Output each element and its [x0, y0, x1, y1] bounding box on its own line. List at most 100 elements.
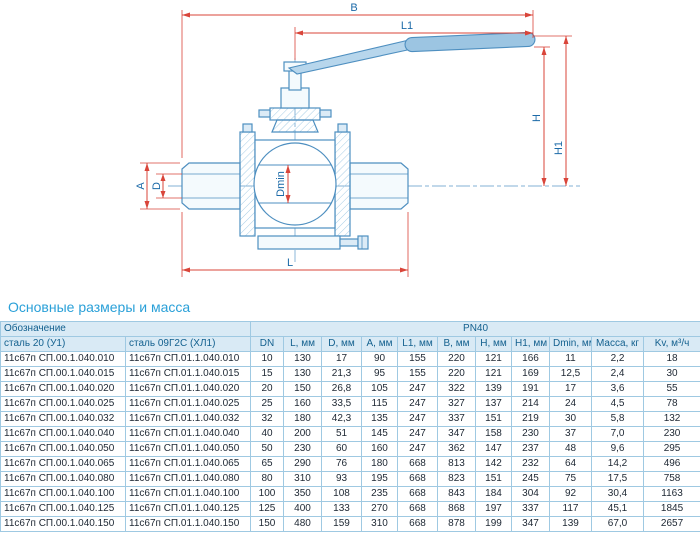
col-header-d: D, мм — [321, 336, 363, 352]
l-cell: 350 — [283, 486, 323, 502]
h-cell: 139 — [475, 381, 513, 397]
mass-cell: 3,6 — [591, 381, 645, 397]
designation-hl1-cell: 11с67п СП.01.1.040.020 — [124, 381, 252, 397]
dmin-cell: 64 — [549, 456, 593, 472]
b-cell: 220 — [437, 366, 477, 382]
h-cell: 158 — [475, 426, 513, 442]
designation-u1-cell: 11с67п СП.00.1.040.150 — [0, 516, 126, 532]
centerlines — [168, 58, 580, 262]
b-cell: 823 — [437, 471, 477, 487]
handle-lever — [287, 31, 536, 75]
designation-u1-cell: 11с67п СП.00.1.040.050 — [0, 441, 126, 457]
ball — [253, 142, 337, 226]
bottom-bolt-head — [357, 235, 369, 250]
dmin-cell: 48 — [549, 441, 593, 457]
mass-cell: 4,5 — [591, 396, 645, 412]
dn-cell: 150 — [250, 516, 285, 532]
d-cell: 33,5 — [321, 396, 363, 412]
l1-cell: 247 — [397, 426, 439, 442]
l1-cell: 247 — [397, 396, 439, 412]
b-cell: 878 — [437, 516, 477, 532]
l1-cell: 155 — [397, 366, 439, 382]
l-cell: 290 — [283, 456, 323, 472]
extension-lines — [140, 10, 572, 277]
mass-cell: 17,5 — [591, 471, 645, 487]
dmin-cell: 117 — [549, 501, 593, 517]
h1-cell: 191 — [511, 381, 551, 397]
dn-cell: 80 — [250, 471, 285, 487]
designation-u1-cell: 11с67п СП.00.1.040.125 — [0, 501, 126, 517]
b-cell: 322 — [437, 381, 477, 397]
a-cell: 235 — [361, 486, 399, 502]
table-row: 11с67п СП.00.1.040.100 11с67п СП.01.1.04… — [0, 486, 700, 502]
l1-cell: 668 — [397, 456, 439, 472]
col-header-dn: DN — [250, 336, 285, 352]
mass-cell: 7,0 — [591, 426, 645, 442]
kv-cell: 230 — [643, 426, 700, 442]
table-row: 11с67п СП.00.1.040.040 11с67п СП.01.1.04… — [0, 426, 700, 442]
left-flange — [239, 131, 256, 237]
right-flange — [334, 131, 351, 237]
h1-cell: 245 — [511, 471, 551, 487]
dim-label-L: L — [287, 257, 293, 269]
col-header-h1: H1, мм — [511, 336, 551, 352]
h1-cell: 304 — [511, 486, 551, 502]
d-cell: 21,3 — [321, 366, 363, 382]
dim-label-B: B — [350, 2, 357, 14]
table-row: 11с67п СП.00.1.040.020 11с67п СП.01.1.04… — [0, 381, 700, 397]
designation-hl1-cell: 11с67п СП.01.1.040.015 — [124, 366, 252, 382]
l-cell: 200 — [283, 426, 323, 442]
dn-cell: 20 — [250, 381, 285, 397]
a-cell: 310 — [361, 516, 399, 532]
d-cell: 133 — [321, 501, 363, 517]
dmin-cell: 139 — [549, 516, 593, 532]
h1-cell: 230 — [511, 426, 551, 442]
b-cell: 337 — [437, 411, 477, 427]
h1-cell: 214 — [511, 396, 551, 412]
a-cell: 195 — [361, 471, 399, 487]
dmin-cell: 11 — [549, 351, 593, 367]
dmin-cell: 17 — [549, 381, 593, 397]
col-header-b: B, мм — [437, 336, 477, 352]
table-body: 11с67п СП.00.1.040.010 11с67п СП.01.1.04… — [0, 351, 700, 532]
l1-cell: 668 — [397, 501, 439, 517]
dn-cell: 15 — [250, 366, 285, 382]
table-header: Обозначение PN40 сталь 20 (У1) сталь 09Г… — [0, 321, 700, 352]
dn-cell: 25 — [250, 396, 285, 412]
table-row: 11с67п СП.00.1.040.025 11с67п СП.01.1.04… — [0, 396, 700, 412]
a-cell: 90 — [361, 351, 399, 367]
l-cell: 480 — [283, 516, 323, 532]
d-cell: 51 — [321, 426, 363, 442]
stem-housing — [280, 87, 310, 109]
mass-cell: 5,8 — [591, 411, 645, 427]
mass-cell: 45,1 — [591, 501, 645, 517]
designation-hl1-cell: 11с67п СП.01.1.040.010 — [124, 351, 252, 367]
designation-u1-cell: 11с67п СП.00.1.040.100 — [0, 486, 126, 502]
b-cell: 327 — [437, 396, 477, 412]
d-cell: 17 — [321, 351, 363, 367]
kv-cell: 2657 — [643, 516, 700, 532]
h-cell: 147 — [475, 441, 513, 457]
dn-cell: 50 — [250, 441, 285, 457]
a-cell: 270 — [361, 501, 399, 517]
designation-hl1-cell: 11с67п СП.01.1.040.080 — [124, 471, 252, 487]
h-cell: 121 — [475, 366, 513, 382]
d-cell: 26,8 — [321, 381, 363, 397]
table-row: 11с67п СП.00.1.040.125 11с67п СП.01.1.04… — [0, 501, 700, 517]
l1-cell: 668 — [397, 471, 439, 487]
a-cell: 115 — [361, 396, 399, 412]
h1-cell: 219 — [511, 411, 551, 427]
table-row: 11с67п СП.00.1.040.065 11с67п СП.01.1.04… — [0, 456, 700, 472]
dmin-cell: 37 — [549, 426, 593, 442]
dim-label-Dmin: Dmin — [275, 171, 287, 197]
table-row: 11с67п СП.00.1.040.010 11с67п СП.01.1.04… — [0, 351, 700, 367]
l1-cell: 668 — [397, 486, 439, 502]
h1-cell: 237 — [511, 441, 551, 457]
kv-cell: 295 — [643, 441, 700, 457]
h-cell: 121 — [475, 351, 513, 367]
designation-hl1-cell: 11с67п СП.01.1.040.125 — [124, 501, 252, 517]
h-cell: 199 — [475, 516, 513, 532]
dn-cell: 125 — [250, 501, 285, 517]
b-cell: 868 — [437, 501, 477, 517]
